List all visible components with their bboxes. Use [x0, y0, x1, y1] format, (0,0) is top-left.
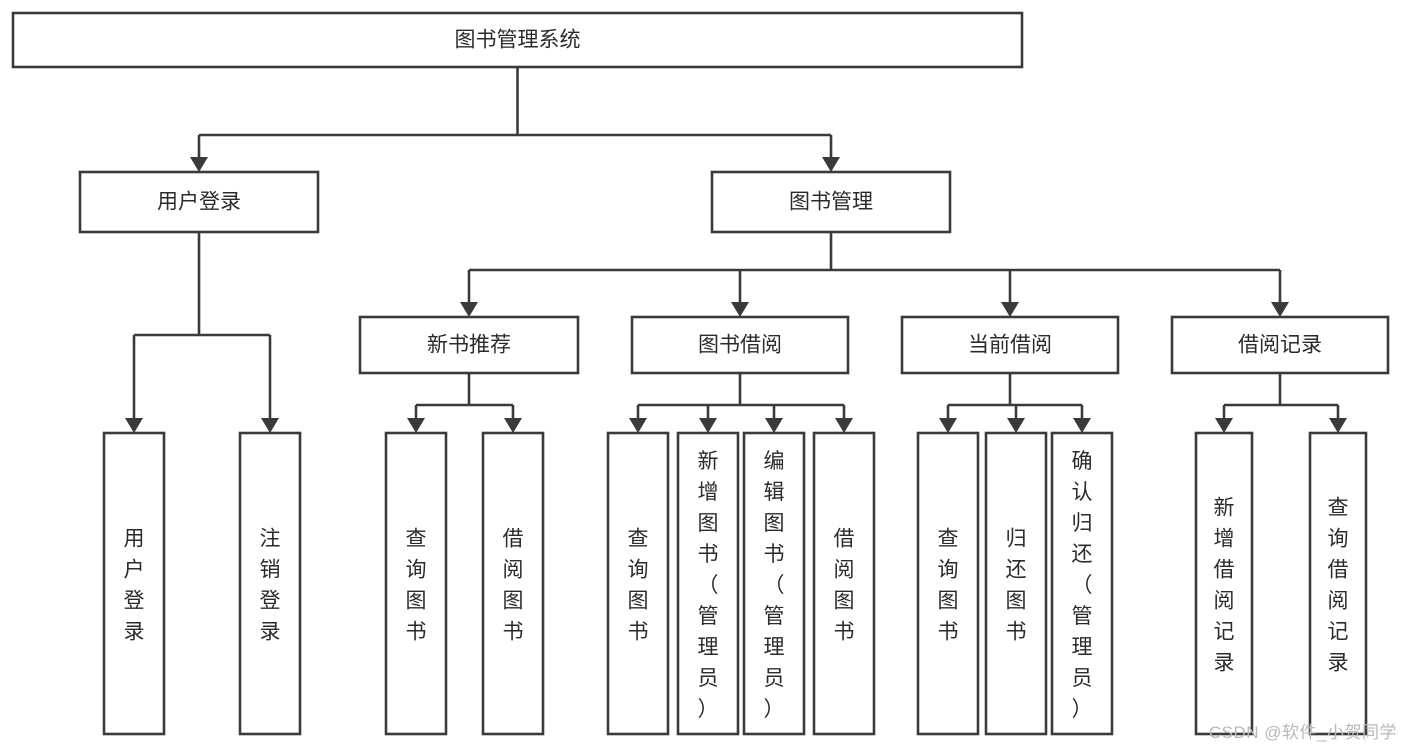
node-book-borrow-label: 图书借阅 [698, 334, 782, 357]
node-leaf-query-book-borrow[interactable]: 查询图书 [606, 431, 670, 736]
node-leaf-confirm-return-admin-label: 确认归还（管理员） [1072, 450, 1093, 721]
node-leaf-query-book-rec-box [384, 431, 448, 736]
node-leaf-query-book-current-box [916, 431, 980, 736]
book-manage-to-new-book-recommend-arrowhead [460, 302, 478, 317]
node-leaf-return-book-box [984, 431, 1048, 736]
node-leaf-add-borrow-record-box [1194, 431, 1254, 736]
book-borrow-to-leaf-add-book-admin-arrowhead [699, 418, 717, 433]
node-leaf-add-book-admin-label: 新增图书（管理员） [698, 450, 719, 721]
node-book-manage[interactable]: 图书管理 [710, 170, 952, 234]
node-leaf-add-borrow-record-label: 新增借阅记录 [1214, 497, 1235, 675]
user-login-to-leaf-user-logout-arrowhead [261, 418, 279, 433]
current-borrow-to-leaf-query-book-current-arrowhead [939, 418, 957, 433]
new-book-recommend-to-leaf-query-book-rec-arrowhead [407, 418, 425, 433]
node-leaf-return-book[interactable]: 归还图书 [984, 431, 1048, 736]
book-manage-to-current-borrow-arrowhead [1001, 302, 1019, 317]
root-to-book-manage-arrowhead [822, 157, 840, 172]
node-leaf-query-book-borrow-label: 查询图书 [628, 528, 649, 644]
node-user-login-label: 用户登录 [157, 191, 241, 214]
connector-layer [125, 67, 1347, 433]
node-leaf-query-book-current-label: 查询图书 [938, 528, 959, 644]
current-borrow-to-leaf-return-book-arrowhead [1007, 418, 1025, 433]
node-leaf-borrow-book[interactable]: 借阅图书 [812, 431, 876, 736]
node-leaf-user-logout[interactable]: 注销登录 [238, 431, 302, 736]
node-leaf-query-book-borrow-box [606, 431, 670, 736]
book-manage-to-book-borrow-arrowhead [731, 302, 749, 317]
book-borrow-to-leaf-query-book-borrow-arrowhead [629, 418, 647, 433]
node-new-book-recommend[interactable]: 新书推荐 [358, 315, 580, 375]
node-leaf-user-login-box [102, 431, 166, 736]
node-leaf-query-borrow-record-box [1308, 431, 1368, 736]
root-to-user-login-arrowhead [190, 157, 208, 172]
node-borrow-record-box [1170, 315, 1390, 375]
node-leaf-borrow-book-rec-box [481, 431, 545, 736]
node-current-borrow-label: 当前借阅 [968, 334, 1052, 357]
node-leaf-add-book-admin[interactable]: 新增图书（管理员） [676, 431, 740, 736]
node-leaf-edit-book-admin[interactable]: 编辑图书（管理员） [742, 431, 806, 736]
node-leaf-confirm-return-admin[interactable]: 确认归还（管理员） [1050, 431, 1114, 736]
node-root-system-label: 图书管理系统 [455, 29, 581, 52]
node-leaf-borrow-book-box [812, 431, 876, 736]
node-leaf-return-book-label: 归还图书 [1006, 528, 1027, 644]
node-leaf-confirm-return-admin-box [1050, 431, 1114, 736]
node-book-manage-label: 图书管理 [789, 191, 873, 214]
node-leaf-user-login[interactable]: 用户登录 [102, 431, 166, 736]
node-leaf-query-book-rec[interactable]: 查询图书 [384, 431, 448, 736]
node-leaf-borrow-book-rec[interactable]: 借阅图书 [481, 431, 545, 736]
node-book-manage-box [710, 170, 952, 234]
user-login-to-leaf-user-login-arrowhead [125, 418, 143, 433]
book-manage-to-borrow-record-arrowhead [1271, 302, 1289, 317]
book-borrow-to-leaf-borrow-book-arrowhead [835, 418, 853, 433]
node-leaf-query-borrow-record[interactable]: 查询借阅记录 [1308, 431, 1368, 736]
node-current-borrow-box [900, 315, 1120, 375]
node-new-book-recommend-box [358, 315, 580, 375]
node-leaf-edit-book-admin-box [742, 431, 806, 736]
node-leaf-borrow-book-label: 借阅图书 [834, 528, 855, 644]
node-leaf-user-logout-label: 注销登录 [260, 528, 281, 644]
borrow-record-to-leaf-query-borrow-record-arrowhead [1329, 418, 1347, 433]
watermark-label: CSDN @软件_小贺同学 [1208, 723, 1397, 742]
node-leaf-add-book-admin-box [676, 431, 740, 736]
node-book-borrow[interactable]: 图书借阅 [630, 315, 850, 375]
node-leaf-query-borrow-record-label: 查询借阅记录 [1328, 497, 1349, 675]
node-leaf-borrow-book-rec-label: 借阅图书 [503, 528, 524, 644]
node-layer: 图书管理系统用户登录图书管理新书推荐图书借阅当前借阅借阅记录用户登录注销登录查询… [11, 11, 1390, 736]
node-leaf-add-borrow-record[interactable]: 新增借阅记录 [1194, 431, 1254, 736]
node-user-login[interactable]: 用户登录 [78, 170, 320, 234]
node-current-borrow[interactable]: 当前借阅 [900, 315, 1120, 375]
node-leaf-user-login-label: 用户登录 [124, 528, 145, 644]
current-borrow-to-leaf-confirm-return-admin-arrowhead [1073, 418, 1091, 433]
node-leaf-edit-book-admin-label: 编辑图书（管理员） [764, 450, 785, 721]
node-leaf-user-logout-box [238, 431, 302, 736]
node-leaf-query-book-rec-label: 查询图书 [406, 528, 427, 644]
node-borrow-record-label: 借阅记录 [1238, 334, 1322, 357]
borrow-record-to-leaf-add-borrow-record-arrowhead [1215, 418, 1233, 433]
node-borrow-record[interactable]: 借阅记录 [1170, 315, 1390, 375]
book-borrow-to-leaf-edit-book-admin-arrowhead [765, 418, 783, 433]
node-root-system-box [11, 11, 1024, 69]
new-book-recommend-to-leaf-borrow-book-rec-arrowhead [504, 418, 522, 433]
node-book-borrow-box [630, 315, 850, 375]
node-leaf-query-book-current[interactable]: 查询图书 [916, 431, 980, 736]
node-new-book-recommend-label: 新书推荐 [427, 334, 511, 357]
node-root-system[interactable]: 图书管理系统 [11, 11, 1024, 69]
node-user-login-box [78, 170, 320, 234]
